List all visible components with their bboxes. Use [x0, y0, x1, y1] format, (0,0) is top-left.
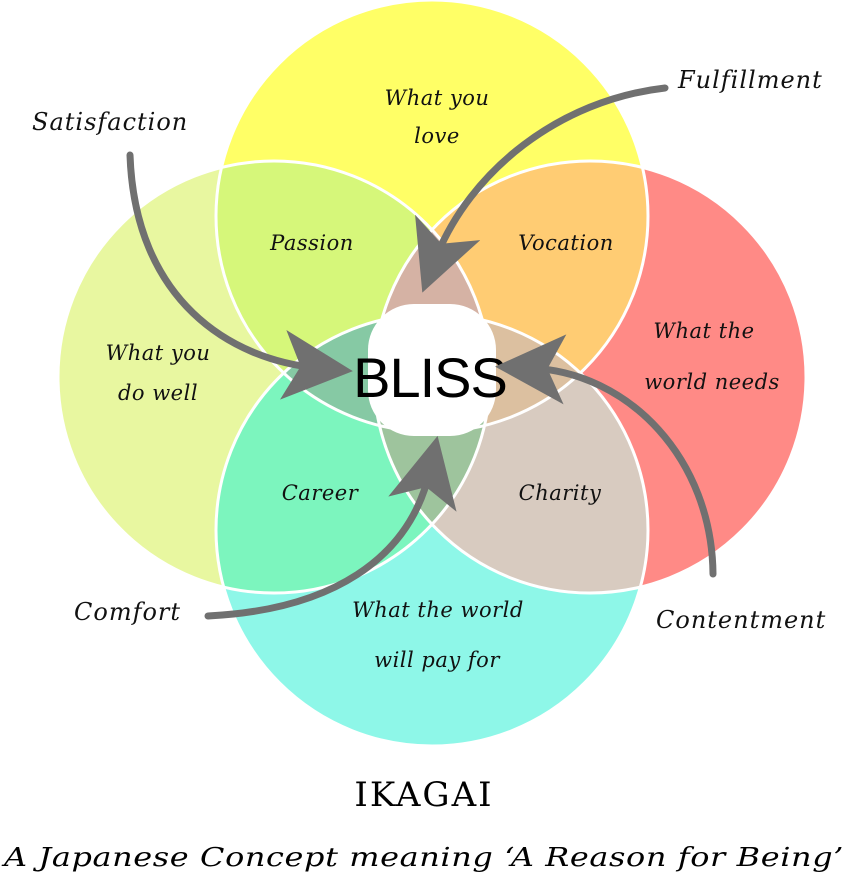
- label-what-the-world-will-pay-for-line2: will pay for: [374, 648, 501, 672]
- arrow-comfort: [204, 435, 457, 620]
- footer-subtitle: A Japanese Concept meaning ‘A Reason for…: [2, 843, 844, 873]
- label-contentment: Contentment: [656, 606, 826, 634]
- label-comfort: Comfort: [74, 598, 181, 626]
- label-vocation: Vocation: [518, 231, 614, 255]
- label-what-you-do-well-line2: do well: [118, 381, 198, 405]
- label-satisfaction: Satisfaction: [32, 108, 188, 136]
- label-career: Career: [282, 481, 360, 505]
- label-what-you-do-well-line1: What you: [106, 341, 211, 365]
- label-charity: Charity: [519, 481, 602, 505]
- bliss-center: [368, 304, 496, 436]
- label-passion: Passion: [269, 231, 354, 255]
- label-what-the-world-needs-line1: What the: [653, 319, 754, 343]
- label-what-you-love-line1: What you: [385, 86, 490, 110]
- arrow-satisfaction: [126, 151, 353, 400]
- bliss-label: BLISS: [353, 346, 507, 409]
- footer-title: IKAGAI: [354, 775, 493, 815]
- label-fulfillment: Fulfillment: [677, 66, 823, 94]
- label-what-you-love-line2: love: [414, 124, 460, 148]
- arrow-contentment: [495, 334, 717, 578]
- label-what-the-world-needs-line2: world needs: [644, 370, 780, 394]
- arrow-fulfillment: [415, 84, 669, 293]
- label-what-the-world-will-pay-for-line1: What the world: [352, 598, 524, 622]
- arrows: [126, 84, 717, 620]
